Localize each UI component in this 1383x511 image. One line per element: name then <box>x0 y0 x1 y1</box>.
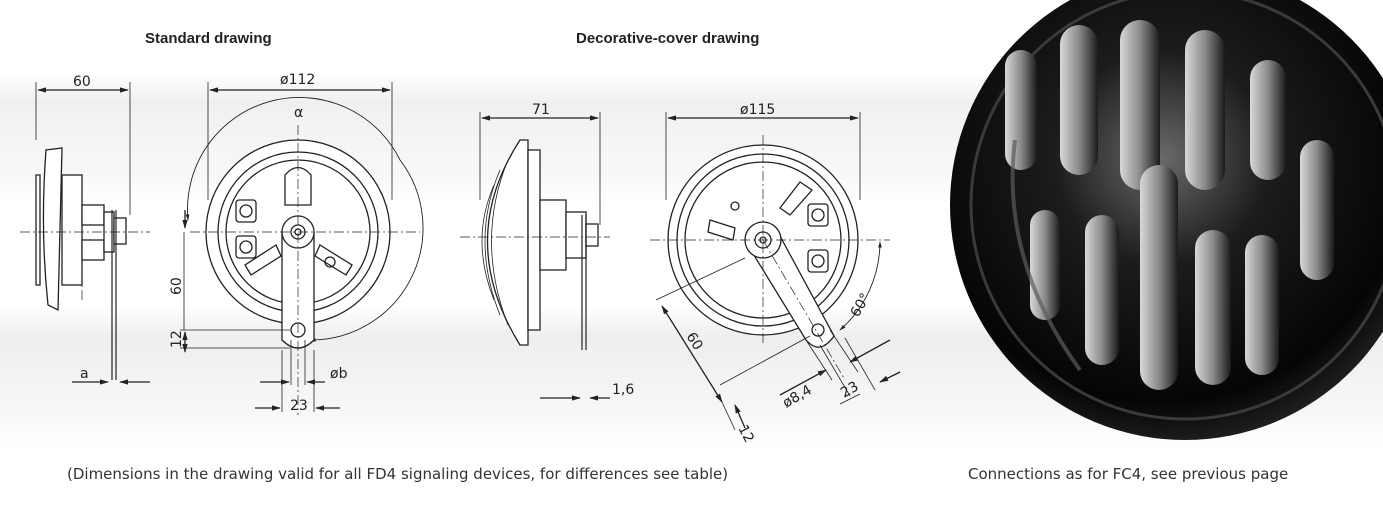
standard-diameter-label: ø112 <box>280 72 315 88</box>
standard-width-label: 23 <box>290 398 308 414</box>
horn-photo <box>950 0 1383 440</box>
decorative-hole-label: ø8,4 <box>780 382 815 411</box>
decorative-width-label: 23 <box>838 379 861 402</box>
standard-height-label: 60 <box>169 277 185 295</box>
standard-alpha-label: α <box>294 105 303 121</box>
decorative-drawing-title: Decorative-cover drawing <box>576 30 760 47</box>
standard-b-label: øb <box>330 366 348 382</box>
standard-depth-label: 60 <box>73 74 91 90</box>
decorative-diameter-label: ø115 <box>740 102 775 118</box>
dimensions-note: (Dimensions in the drawing valid for all… <box>67 465 729 483</box>
decorative-thickness-label: 1,6 <box>612 382 634 398</box>
connections-note: Connections as for FC4, see previous pag… <box>968 465 1289 483</box>
decorative-depth-label: 71 <box>532 102 550 118</box>
standard-offset-label: 12 <box>169 330 185 348</box>
standard-drawing-title: Standard drawing <box>145 30 272 47</box>
decorative-offset-label: 12 <box>734 422 756 445</box>
decorative-front-view <box>650 112 901 431</box>
decorative-side-view <box>460 112 610 401</box>
standard-a-label: a <box>80 366 89 382</box>
decorative-height-label: 60 <box>683 330 706 354</box>
decorative-angle-label: 60° <box>848 290 874 320</box>
standard-side-view <box>20 82 150 385</box>
standard-front-view <box>180 82 424 415</box>
